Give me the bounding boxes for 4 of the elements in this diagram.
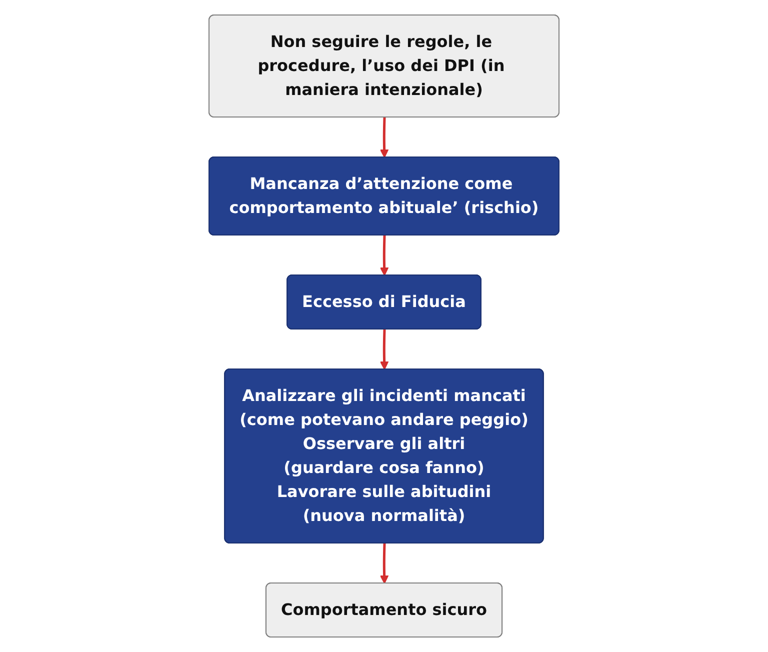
arrow xyxy=(380,235,389,276)
arrow xyxy=(380,329,389,370)
arrow xyxy=(380,117,389,158)
arrow xyxy=(380,543,389,584)
